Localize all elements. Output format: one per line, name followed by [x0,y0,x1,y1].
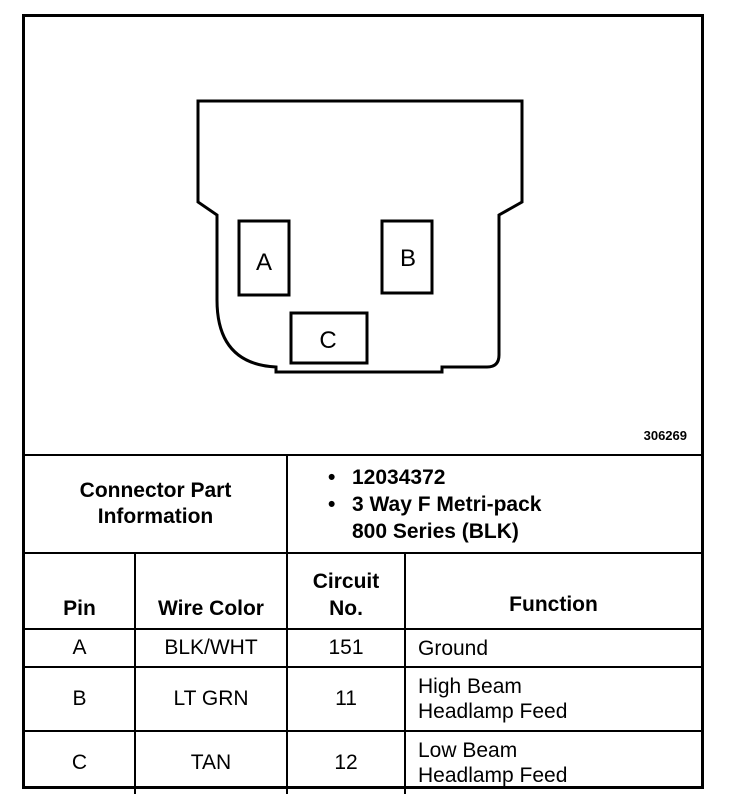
cavity-c-label: C [319,327,336,354]
wire-color-cell: BLK/WHT [134,628,288,668]
function-cell: High Beam Headlamp Feed [404,666,701,732]
cavity-b-label: B [400,245,416,272]
cavity-a [237,219,291,297]
connector-series: 800 Series (BLK) [352,519,519,543]
part-number: 12034372 [328,464,701,491]
part-info-label: Connector Part Information [25,454,288,554]
function-line1: Ground [418,636,489,660]
wire-color-cell: LT GRN [134,666,288,732]
table-header-row: Pin Wire Color Circuit No. Function [25,552,701,630]
table-row: C TAN 12 Low Beam Headlamp Feed [25,730,701,794]
header-circuit-line2: No. [329,597,363,620]
pinout-table: Connector Part Information 12034372 3 Wa… [25,454,701,794]
header-function: Function [404,552,701,630]
pin-cell: B [25,666,136,732]
table-row: A BLK/WHT 151 Ground [25,628,701,668]
circuit-cell: 11 [286,666,406,732]
function-cell: Low Beam Headlamp Feed [404,730,701,794]
function-line2: Headlamp Feed [418,764,568,787]
part-info-label-line1: Connector Part [79,479,232,502]
part-info-label-line2: Information [97,505,214,528]
part-info-row: Connector Part Information 12034372 3 Wa… [25,454,701,554]
part-info-value: 12034372 3 Way F Metri-pack 800 Series (… [286,454,701,554]
wire-color-cell: TAN [134,730,288,794]
circuit-cell: 151 [286,628,406,668]
figure-number: 306269 [643,428,687,443]
connector-type: 3 Way F Metri-pack [352,492,542,516]
circuit-cell: 12 [286,730,406,794]
connector-face-drawing: A B C [196,99,524,374]
function-line1: High Beam [418,675,522,698]
header-wire-color: Wire Color [134,552,288,630]
cavity-a-label: A [256,249,272,276]
connector-description: 3 Way F Metri-pack 800 Series (BLK) [328,491,701,545]
connector-housing-outline [196,99,524,374]
table-row: B LT GRN 11 High Beam Headlamp Feed [25,666,701,732]
function-line2: Headlamp Feed [418,700,568,723]
header-circuit-no: Circuit No. [286,552,406,630]
cavity-b [380,219,434,295]
header-pin: Pin [25,552,136,630]
diagram-frame: A B C 306269 Connector Part Information … [22,14,704,794]
cavity-c [289,311,369,365]
function-cell: Ground [404,628,701,668]
pin-cell: A [25,628,136,668]
header-circuit-line1: Circuit [312,570,380,593]
function-line1: Low Beam [418,739,518,762]
pin-cell: C [25,730,136,794]
